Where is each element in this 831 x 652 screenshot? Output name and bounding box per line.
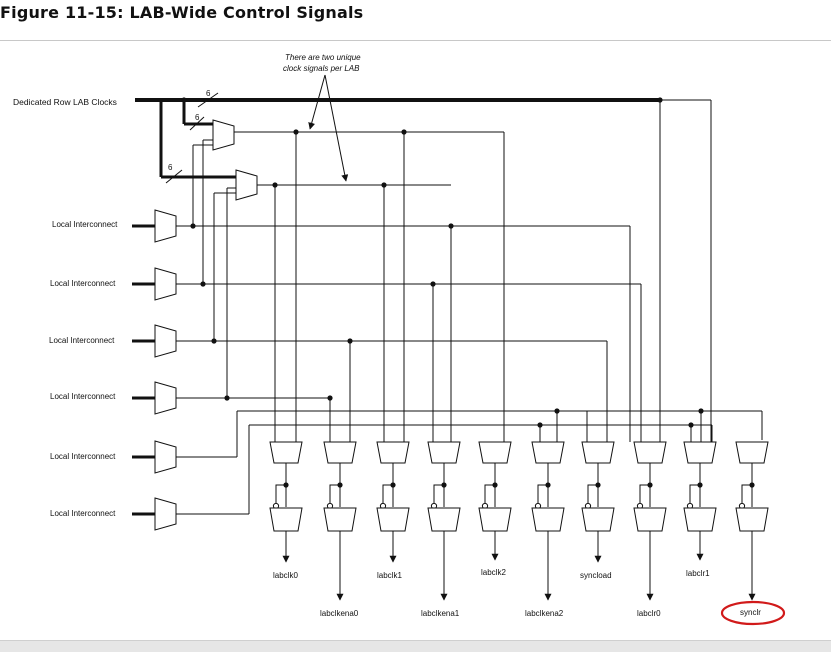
clock-mux-a	[212, 119, 235, 151]
output-stage-1	[323, 441, 357, 601]
annotation-line1: There are two unique	[285, 53, 361, 62]
clock-mux-b	[235, 169, 258, 201]
local-interconnect-0: Local Interconnect	[52, 209, 177, 243]
output-label-9: synclr	[740, 608, 761, 617]
clock-annotation: There are two unique clock signals per L…	[283, 53, 361, 182]
output-label-6: syncload	[580, 571, 612, 580]
output-stage-7	[633, 441, 667, 601]
bottom-bar	[0, 640, 831, 652]
interconnect-wiring	[176, 100, 763, 515]
li-label-1: Local Interconnect	[50, 279, 116, 288]
local-interconnect-5: Local Interconnect	[50, 497, 177, 531]
row-clock-label: Dedicated Row LAB Clocks	[13, 97, 117, 107]
li-label-4: Local Interconnect	[50, 452, 116, 461]
bus-width-low: 6	[168, 163, 173, 172]
output-stage-0	[269, 441, 303, 563]
output-label-1: labclkena0	[320, 609, 359, 618]
title-divider	[0, 40, 831, 41]
output-stage-3	[427, 441, 461, 601]
bus-width-mid: 6	[195, 113, 200, 122]
local-interconnect-3: Local Interconnect	[50, 381, 177, 415]
output-stage-2	[376, 441, 410, 563]
li-label-5: Local Interconnect	[50, 509, 116, 518]
li-label-0: Local Interconnect	[52, 220, 118, 229]
li-label-3: Local Interconnect	[50, 392, 116, 401]
junction-dots	[190, 129, 704, 428]
local-interconnect-drivers: Local Interconnect Local Interconnect Lo…	[49, 209, 177, 531]
output-stage-6	[581, 441, 615, 563]
output-stage-8	[683, 441, 717, 561]
output-stage-4	[478, 441, 512, 561]
output-stage-5	[531, 441, 565, 601]
local-interconnect-1: Local Interconnect	[50, 267, 177, 301]
bus-width-top: 6	[206, 89, 211, 98]
output-stages	[269, 441, 769, 601]
output-label-4: labclk2	[481, 568, 506, 577]
output-label-7: labclr0	[637, 609, 661, 618]
figure-title: Figure 11-15: LAB-Wide Control Signals	[0, 3, 364, 22]
output-label-3: labclkena1	[421, 609, 460, 618]
output-stage-9	[735, 441, 769, 601]
output-label-0: labclk0	[273, 571, 298, 580]
li-label-2: Local Interconnect	[49, 336, 115, 345]
highlight-ellipse	[720, 600, 786, 626]
local-interconnect-2: Local Interconnect	[49, 324, 177, 358]
output-label-5: labclkena2	[525, 609, 564, 618]
annotation-line2: clock signals per LAB	[283, 64, 360, 73]
output-label-2: labclk1	[377, 571, 402, 580]
row-clock-bus: Dedicated Row LAB Clocks 6 6 6	[13, 89, 711, 184]
output-label-8: labclr1	[686, 569, 710, 578]
local-interconnect-4: Local Interconnect	[50, 440, 177, 474]
output-labels: labclk0 labclkena0 labclk1 labclkena1 la…	[273, 568, 761, 618]
